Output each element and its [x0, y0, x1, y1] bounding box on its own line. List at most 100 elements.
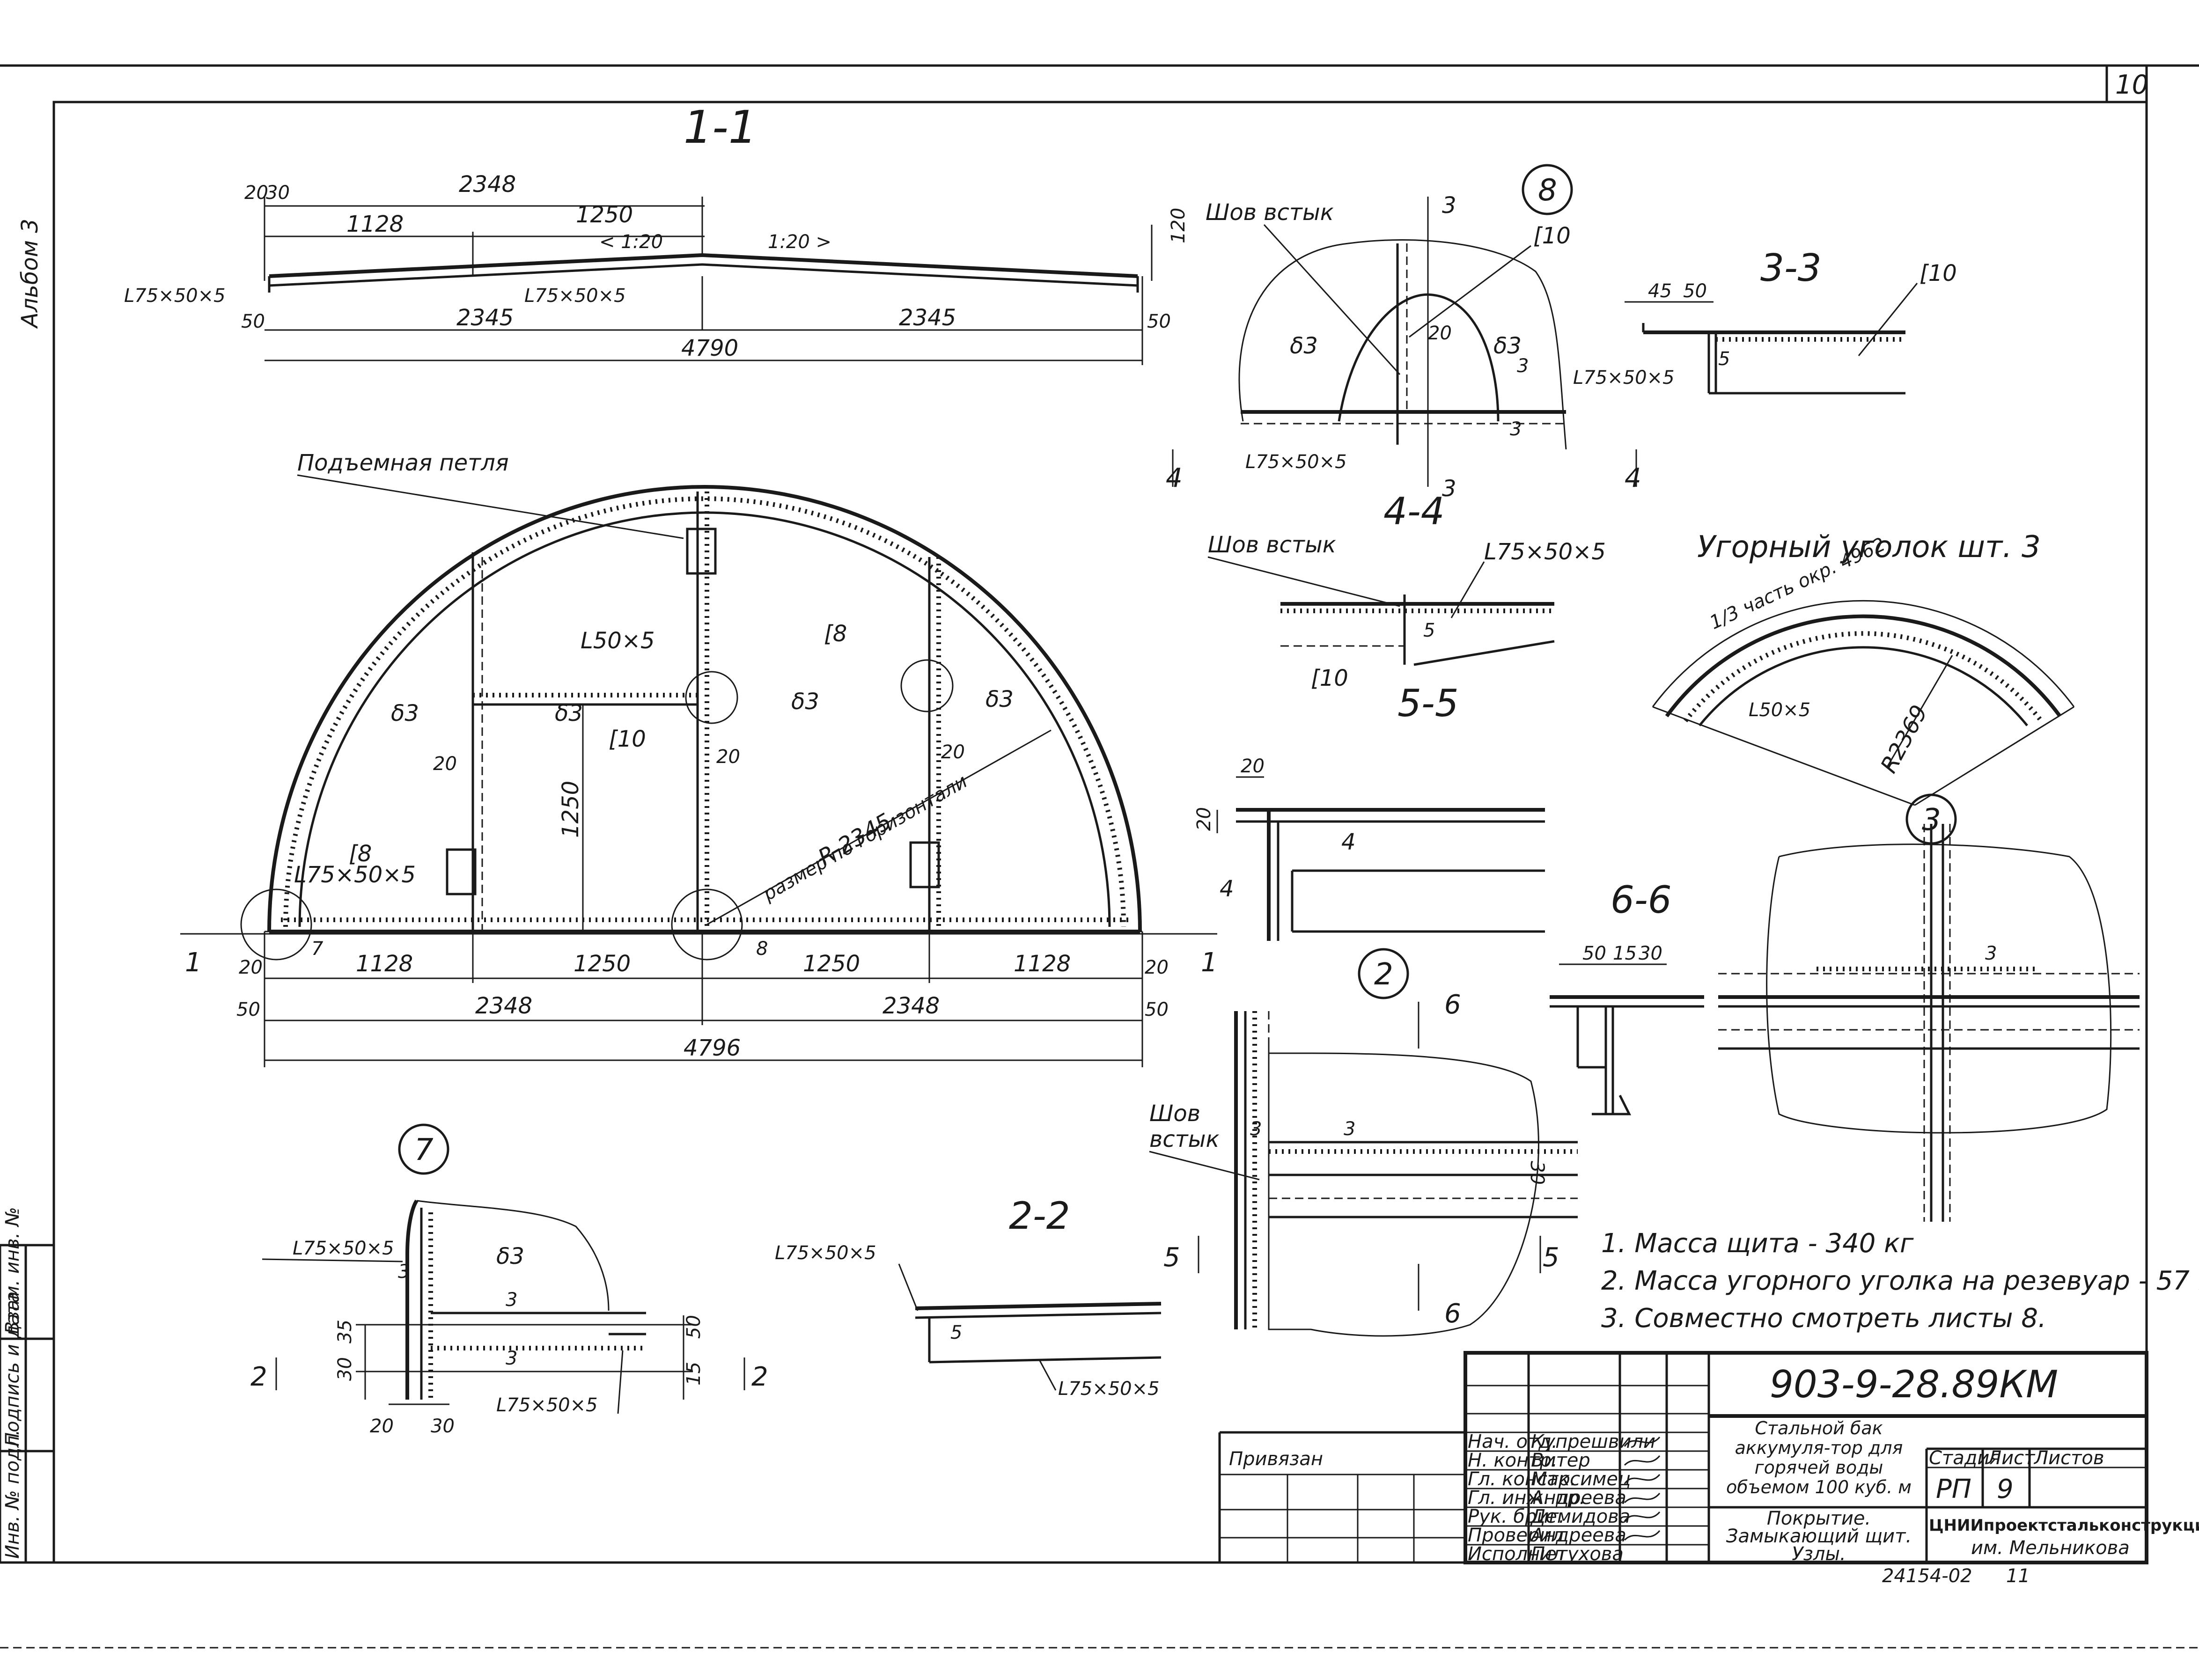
role-5: Проверил	[1468, 1525, 1564, 1546]
section-3-3-leader	[1858, 283, 1918, 356]
node-7-dim-30: 30	[334, 1357, 356, 1381]
angle-50-label: L50×5	[581, 628, 655, 654]
section-6-6-dim-50: 50	[1582, 943, 1606, 964]
project-title: Стальной бак аккумуля-тор для горячей во…	[1726, 1418, 1912, 1497]
node-2-weld-3b: 3	[1250, 1118, 1262, 1140]
role-4: Рук. бриг.	[1468, 1506, 1565, 1527]
node-7-dim-35: 35	[334, 1320, 356, 1343]
title-block	[1218, 1351, 2148, 1564]
dim-20-plan-left: 20	[239, 957, 263, 978]
slope-right: 1:20 >	[768, 231, 831, 253]
corner-angle-view	[1652, 600, 2075, 806]
lifting-loop-leader	[297, 474, 684, 539]
section-3-3-angle: L75×50×5	[1573, 367, 1675, 389]
weld-20-c: 20	[941, 741, 965, 763]
section-6-6-dim-15: 15	[1613, 943, 1637, 964]
stage-value: РП	[1936, 1474, 1971, 1504]
stamp-inv-original: Инв. № подл.	[2, 1430, 23, 1559]
node-7-weld-3c: 3	[398, 1261, 410, 1283]
section-5-5-label-4a: 4	[1341, 829, 1356, 855]
node-8	[1172, 164, 1637, 487]
section-2-2-weld: 5	[950, 1322, 962, 1343]
section-3-3-weld: 5	[1718, 348, 1730, 370]
section-4-4-weld-joint: Шов встык	[1208, 532, 1336, 558]
dim-1250-plan-right: 1250	[803, 951, 860, 977]
sheet-title-box: Покрытие. Замыкающий щит. Узлы.	[1726, 1510, 1912, 1563]
node-8-cut-4-left: 4	[1166, 463, 1183, 493]
side-stamp	[0, 1244, 55, 1564]
doc-code: 903-9-28.89КМ	[1770, 1363, 2058, 1406]
section-4-4-angle-leader	[1450, 561, 1485, 618]
sheet-value: 9	[1997, 1474, 2014, 1504]
angle-mid-label: L75×50×5	[524, 285, 626, 307]
section-6-6-title: 6-6	[1611, 878, 1672, 922]
name-0: Купрешвили	[1531, 1431, 1655, 1453]
section-mark-1-right: 1	[1201, 947, 1218, 978]
dim-30: 30	[266, 182, 290, 204]
section-2-2-angle-bottom-leader	[1038, 1359, 1057, 1391]
angle-75-plan-label: L75×50×5	[294, 862, 416, 888]
section-2-2-angle-top-leader	[898, 1263, 919, 1311]
node-7-angle-top: L75×50×5	[293, 1238, 394, 1259]
node-7-cut-2-right: 2	[751, 1362, 768, 1392]
dim-50-plan-left: 50	[236, 999, 260, 1020]
organization-1: ЦНИИпроектстальконструкция	[1929, 1516, 2199, 1535]
dim-4796: 4796	[684, 1035, 741, 1061]
section-3-3-dim-50: 50	[1683, 280, 1707, 302]
dim-20: 20	[244, 182, 268, 204]
dim-4790: 4790	[681, 335, 738, 361]
node-8-cut-3-top: 3	[1442, 192, 1456, 219]
section-mark-1-left: 1	[185, 947, 202, 978]
dim-20-plan-right: 20	[1145, 957, 1169, 978]
node-8-channel: [10	[1533, 223, 1571, 249]
note-3: 3. Совместно смотреть листы 8.	[1601, 1303, 2046, 1334]
callout-8-plan: 8	[756, 938, 768, 960]
node-3-callout: 3	[1922, 803, 1941, 837]
archive-number: 24154-02	[1882, 1565, 1972, 1587]
dim-50-right: 50	[1147, 311, 1171, 332]
corner-angle-title: Угорный уголок шт. 3	[1697, 530, 2041, 565]
dim-1128-plan-right: 1128	[1014, 951, 1071, 977]
node-8-weld-3a: 3	[1517, 355, 1529, 377]
name-6: Петухова	[1531, 1543, 1624, 1565]
section-2-2-angle-top: L75×50×5	[775, 1242, 876, 1264]
node-7-callout: 7	[414, 1133, 434, 1167]
node-3-weld: 3	[1985, 943, 1997, 964]
section-6-6	[1550, 963, 1704, 1115]
corner-angle-radius: R2369	[1875, 701, 1933, 778]
callout-7-plan: 7	[311, 938, 324, 960]
section-2-2-title: 2-2	[1009, 1194, 1070, 1238]
plate-2: δ3	[555, 700, 583, 726]
privyazan-label: Привязан	[1229, 1448, 1323, 1470]
node-2-cut-6-top: 6	[1444, 990, 1461, 1020]
node-7-angle-bottom-leader	[617, 1350, 624, 1414]
slope-left: < 1:20	[599, 231, 663, 253]
sheet-frame	[0, 64, 2199, 1649]
section-2-2-angle-bottom: L75×50×5	[1058, 1378, 1160, 1400]
section-4-4-title: 4-4	[1383, 490, 1445, 533]
name-5: Андреева	[1530, 1525, 1626, 1546]
node-8-cut-4-right: 4	[1625, 463, 1641, 493]
channel-8-label: [8	[824, 621, 847, 647]
note-1: 1. Масса щита - 340 кг	[1601, 1228, 1914, 1259]
corner-angle-size: L50×5	[1749, 699, 1810, 721]
dim-120: 120	[1168, 208, 1189, 243]
dim-2348: 2348	[459, 171, 516, 198]
dim-2348-plan-right: 2348	[883, 993, 940, 1019]
plate-1: δ3	[391, 700, 419, 726]
signatures	[1624, 1437, 1661, 1541]
role-2: Гл. констр.	[1468, 1468, 1576, 1490]
dim-2345-left: 2345	[456, 305, 514, 331]
archive-sheet: 11	[2006, 1565, 2030, 1587]
node-7-dim-30-bottom: 30	[431, 1416, 455, 1437]
section-4-4-weld: 5	[1423, 620, 1435, 641]
node-8-channel-leader	[1409, 245, 1531, 338]
dim-1250: 1250	[576, 202, 633, 228]
node-7-plate: δ3	[496, 1243, 524, 1269]
node-2	[1198, 948, 1578, 1337]
section-5-5-dim-20b: 20	[1193, 807, 1215, 831]
album-label: Альбом 3	[17, 219, 43, 329]
node-7-angle-leader	[262, 1258, 403, 1262]
section-6-6-dim-30: 30	[1639, 943, 1662, 964]
